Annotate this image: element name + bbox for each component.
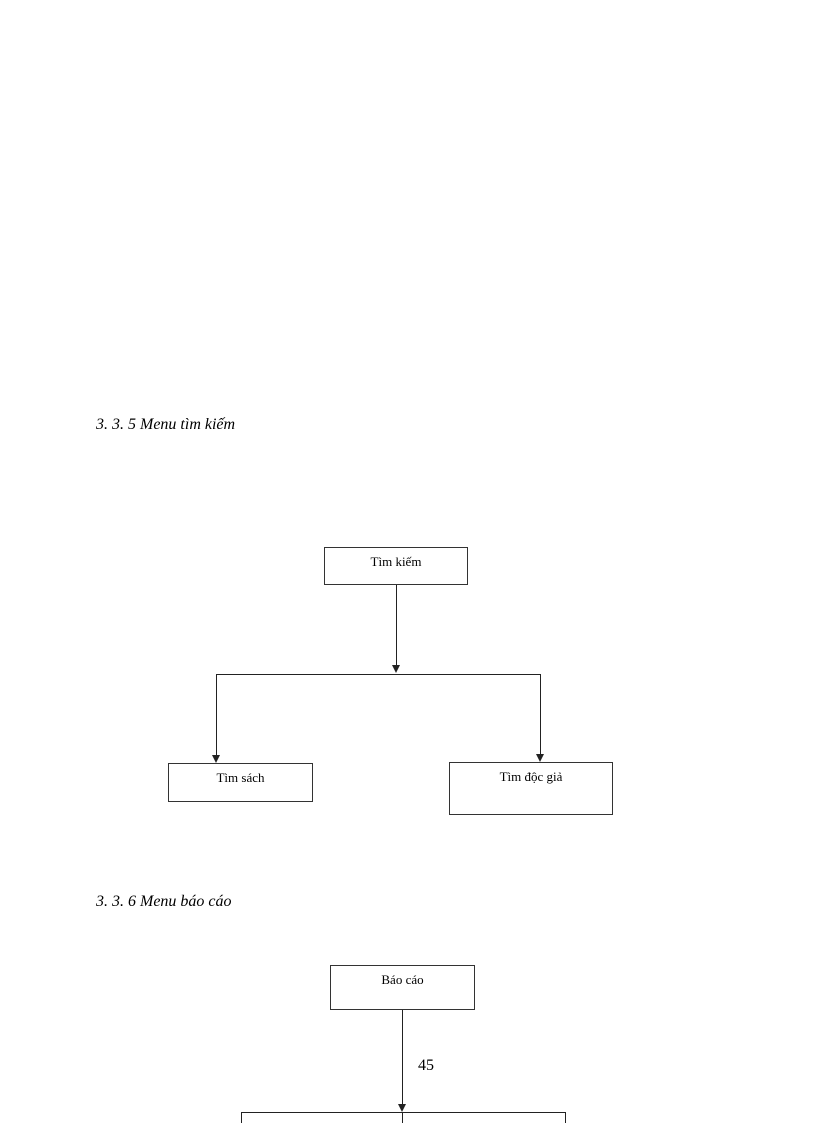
node-search-readers: Tìm độc giả: [449, 762, 613, 815]
arrow-down-icon: [212, 755, 220, 763]
node-report-root: Báo cáo: [330, 965, 475, 1010]
node-search-books: Tìm sách: [168, 763, 313, 802]
page-number: 45: [418, 1057, 434, 1074]
connector-report-left: [241, 1112, 242, 1123]
connector-right-down: [540, 674, 541, 756]
arrow-down-icon: [536, 754, 544, 762]
arrow-down-icon: [392, 665, 400, 673]
arrow-down-icon: [398, 1104, 406, 1112]
connector-report-horizontal: [241, 1112, 566, 1113]
connector-report-right: [565, 1112, 566, 1123]
section-heading-search-menu: 3. 3. 5 Menu tìm kiếm: [96, 416, 236, 433]
connector-report-down: [402, 1010, 403, 1106]
connector-horizontal: [216, 674, 541, 675]
connector-report-middle: [402, 1112, 403, 1123]
node-search-root: Tìm kiếm: [324, 547, 468, 585]
connector-left-down: [216, 674, 217, 757]
connector-root-down: [396, 585, 397, 667]
section-heading-report-menu: 3. 3. 6 Menu báo cáo: [96, 893, 232, 910]
